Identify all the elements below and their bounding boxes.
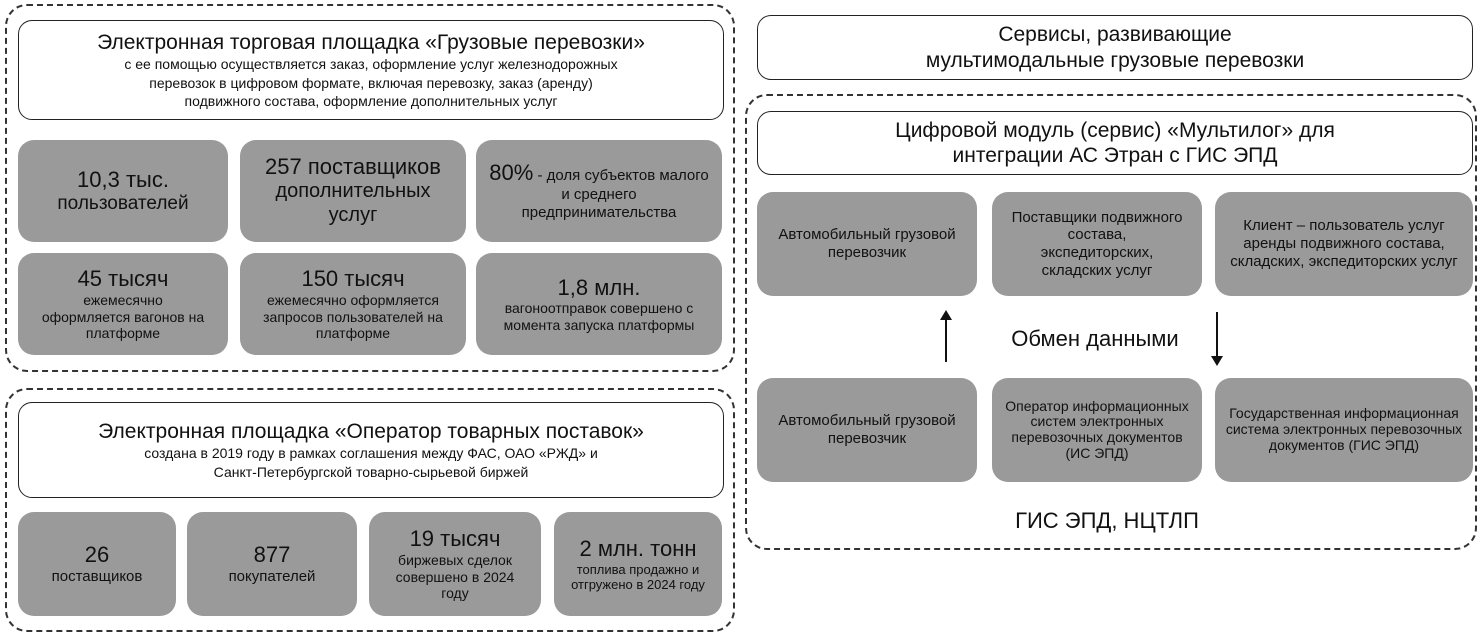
stat-value: 877 bbox=[253, 542, 291, 568]
stat-label: покупателей bbox=[228, 568, 316, 586]
freight-platform-header: Электронная торговая площадка «Грузовые … bbox=[18, 20, 724, 120]
data-exchange-label: Обмен данными bbox=[1011, 326, 1179, 351]
module-line-1: Цифровой модуль (сервис) «Мультилог» для bbox=[895, 118, 1335, 142]
module-line-2: интеграции АС Этран с ГИС ЭПД bbox=[952, 144, 1278, 167]
stat-suppliers-26: 26 поставщиков bbox=[18, 512, 176, 616]
stat-label: топлива продажно и отгружено в 2024 году bbox=[571, 561, 705, 592]
stat-users: 10,3 тыс. пользователей bbox=[18, 140, 228, 242]
stat-requests-monthly: 150 тысяч ежемесячно оформляется запросо… bbox=[240, 253, 466, 355]
stat-buyers: 877 покупателей bbox=[187, 512, 357, 616]
stat-value: 26 bbox=[84, 542, 110, 568]
stat-label: - доля субъектов малого и среднего предп… bbox=[521, 167, 709, 221]
stat-value: 19 тысяч bbox=[409, 526, 501, 552]
header-line-1: Сервисы, развивающие bbox=[998, 23, 1232, 47]
header-line-2: мультимодальные грузовые перевозки bbox=[925, 48, 1305, 72]
arrow-up-icon bbox=[940, 310, 952, 362]
bottom-is-epd-operator: Оператор информационных систем электронн… bbox=[992, 378, 1202, 482]
stat-sme-share: 80% - доля субъектов малого и среднего п… bbox=[476, 140, 722, 242]
stat-label: вагоноотправок совершено с момента запус… bbox=[503, 300, 695, 333]
stat-label: пользователей bbox=[57, 192, 189, 214]
stat-label: дополнительных услуг bbox=[275, 180, 431, 226]
stat-label: ежемесячно оформляется вагонов на платфо… bbox=[41, 292, 205, 342]
stat-label: ежемесячно оформляется запросов пользова… bbox=[263, 292, 443, 342]
box-text: Автомобильный грузовой перевозчик bbox=[778, 226, 956, 261]
box-text: Клиент – пользователь услуг аренды подви… bbox=[1230, 217, 1458, 270]
stat-fuel-shipped: 2 млн. тонн топлива продажно и отгружено… bbox=[554, 512, 722, 616]
stat-value: 10,3 тыс. bbox=[77, 166, 169, 192]
stat-wagons-monthly: 45 тысяч ежемесячно оформляется вагонов … bbox=[18, 253, 228, 355]
bottom-gis-epd: Государственная информационная система э… bbox=[1215, 378, 1473, 482]
box-text: Государственная информационная система э… bbox=[1225, 405, 1463, 453]
freight-platform-desc-2: перевозок в цифровом формате, включая пе… bbox=[149, 74, 593, 91]
freight-platform-desc-3: подвижного состава, оформление дополните… bbox=[184, 92, 558, 109]
stat-label: поставщиков bbox=[51, 568, 143, 586]
stat-exchange-deals: 19 тысяч биржевых сделок совершено в 202… bbox=[369, 512, 541, 616]
stat-value: 150 тысяч bbox=[301, 266, 405, 292]
gis-epd-ntslp-label: ГИС ЭПД, НЦТЛП bbox=[1015, 508, 1199, 533]
multimodal-services-header: Сервисы, развивающие мультимодальные гру… bbox=[757, 15, 1473, 80]
multilog-module-header: Цифровой модуль (сервис) «Мультилог» для… bbox=[757, 111, 1473, 175]
top-client-user: Клиент – пользователь услуг аренды подви… bbox=[1215, 192, 1473, 296]
box-text: Автомобильный грузовой перевозчик bbox=[778, 412, 956, 447]
commodity-operator-header: Электронная площадка «Оператор товарных … bbox=[18, 402, 724, 498]
stat-shipments: 1,8 млн. вагоноотправок совершено с моме… bbox=[476, 253, 722, 355]
commodity-operator-desc-2: Санкт-Петербургской товарно-сырьевой бир… bbox=[213, 463, 529, 480]
box-text: Оператор информационных систем электронн… bbox=[1005, 397, 1189, 461]
commodity-operator-desc-1: создана в 2019 году в рамках соглашения … bbox=[144, 445, 598, 462]
top-rolling-stock-suppliers: Поставщики подвижного состава, экспедито… bbox=[992, 192, 1202, 296]
commodity-operator-title: Электронная площадка «Оператор товарных … bbox=[98, 420, 644, 444]
group-freight-platform bbox=[5, 4, 735, 372]
stat-value: 80% bbox=[489, 160, 534, 186]
top-road-carrier: Автомобильный грузовой перевозчик bbox=[757, 192, 977, 296]
arrow-down-icon bbox=[1211, 312, 1223, 366]
stat-value: 1,8 млн. bbox=[557, 274, 641, 300]
freight-platform-desc-1: с ее помощью осуществляется заказ, оформ… bbox=[124, 56, 618, 73]
stat-suppliers: 257 поставщиков дополнительных услуг bbox=[240, 140, 466, 242]
bottom-road-carrier: Автомобильный грузовой перевозчик bbox=[757, 378, 977, 482]
stat-label: биржевых сделок совершено в 2024 году bbox=[395, 552, 515, 602]
group-commodity-operator bbox=[5, 388, 735, 632]
group-multilog bbox=[745, 94, 1477, 550]
freight-platform-title: Электронная торговая площадка «Грузовые … bbox=[97, 31, 645, 55]
stat-value: 45 тысяч bbox=[77, 266, 169, 292]
box-text: Поставщики подвижного состава, экспедито… bbox=[1011, 208, 1183, 279]
stat-value: 257 поставщиков bbox=[265, 154, 441, 180]
stat-value: 2 млн. тонн bbox=[579, 535, 697, 561]
